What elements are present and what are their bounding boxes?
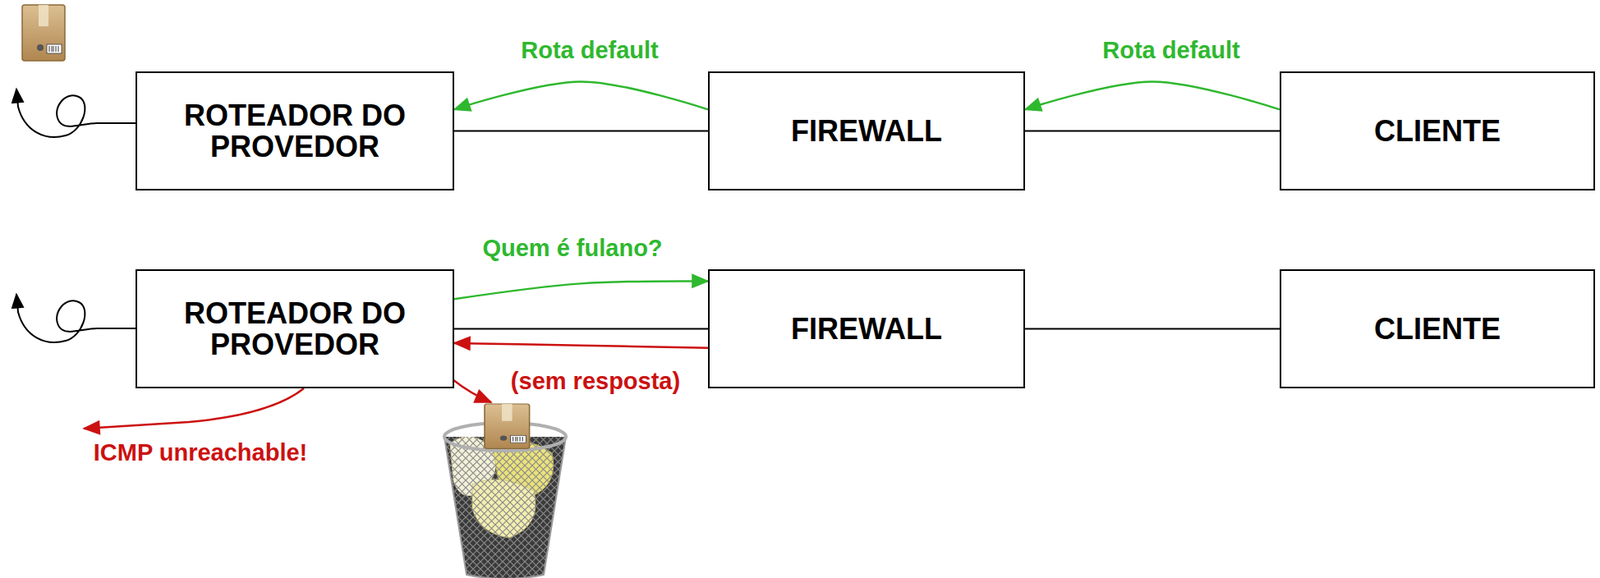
- illustration-part: [36, 44, 44, 51]
- illustration-part: [444, 436, 566, 578]
- loop-arrow: [16, 88, 136, 138]
- package-icon: [484, 404, 530, 449]
- illustration-part: [513, 436, 524, 442]
- box-label: FIREWALL: [717, 115, 1016, 148]
- network-box: CLIENTE: [1279, 269, 1596, 389]
- box-label: ROTEADOR DO PROVEDOR: [145, 298, 445, 361]
- box-label: CLIENTE: [1289, 313, 1586, 345]
- route-arrow: [454, 81, 709, 110]
- edge-label: Quem é fulano?: [478, 235, 666, 263]
- box-label: ROTEADOR DO PROVEDOR: [145, 100, 445, 163]
- package-icon: [22, 4, 65, 61]
- edge-label: Rota default: [1098, 37, 1244, 65]
- link-line: [454, 328, 709, 331]
- illustration-part: [444, 436, 566, 578]
- network-box: ROTEADOR DO PROVEDOR: [135, 71, 455, 191]
- illustration-part: [38, 4, 49, 27]
- illustration-part: [49, 45, 59, 52]
- illustration-part: [501, 404, 513, 422]
- link-line: [1025, 130, 1280, 133]
- network-box: FIREWALL: [708, 269, 1026, 389]
- illustration-part: [444, 436, 566, 578]
- illustration-part: [484, 404, 530, 449]
- illustration-part: [500, 435, 507, 441]
- link-line: [1025, 328, 1280, 331]
- route-arrow: [454, 280, 709, 299]
- illustration-part: [46, 44, 62, 54]
- network-box: ROTEADOR DO PROVEDOR: [135, 269, 455, 389]
- network-box: CLIENTE: [1279, 71, 1596, 191]
- link-line: [454, 130, 709, 133]
- route-arrow: [454, 343, 709, 349]
- illustration-part: [22, 4, 65, 61]
- illustration-part: [444, 436, 566, 578]
- box-label: CLIENTE: [1289, 115, 1586, 148]
- loop-arrow: [16, 294, 136, 343]
- note-label: ICMP unreachable!: [90, 440, 312, 467]
- illustration-part: [510, 435, 527, 443]
- icmp-arrow: [83, 388, 304, 429]
- edge-label: Rota default: [517, 37, 663, 65]
- edge-label: (sem resposta): [507, 368, 684, 396]
- network-box: FIREWALL: [708, 71, 1026, 191]
- route-arrow: [1025, 81, 1280, 110]
- box-label: FIREWALL: [717, 313, 1016, 345]
